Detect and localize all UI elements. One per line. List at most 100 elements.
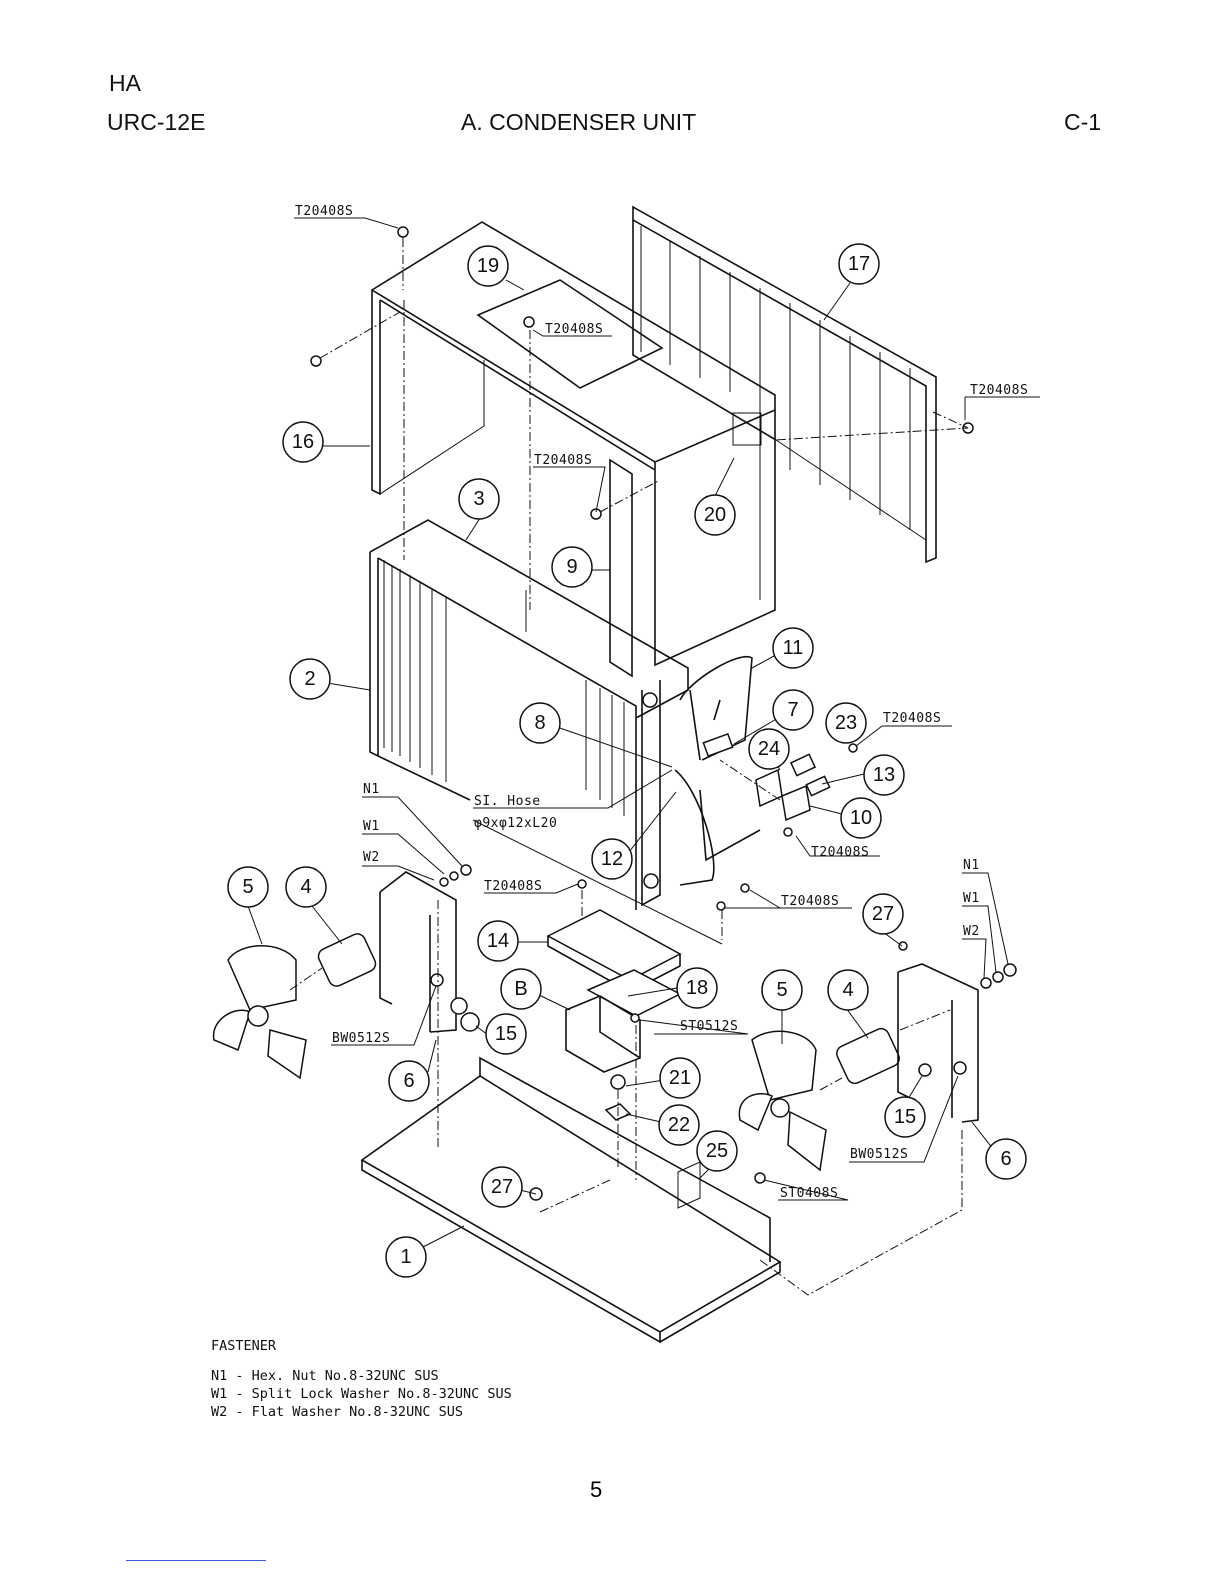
callout-circle <box>289 658 331 700</box>
callout-circle <box>385 1236 427 1278</box>
label-hose-size: φ9xφ12xL20 <box>474 816 557 831</box>
callout-8: 8 <box>534 712 545 734</box>
screws <box>310 226 974 1184</box>
callout-circle <box>772 627 814 669</box>
callout-7: 7 <box>787 699 798 721</box>
callout-circle <box>862 893 904 935</box>
callout-16: 16 <box>292 431 314 453</box>
label-w1-left: W1 <box>363 819 380 834</box>
footer-rule <box>126 1560 266 1561</box>
assembly-lines <box>289 238 969 1296</box>
base-pan <box>360 1056 782 1344</box>
callout-23: 23 <box>835 712 857 734</box>
right-fan-assembly <box>738 963 1017 1172</box>
callout-circle <box>772 689 814 731</box>
callout-circle <box>467 245 509 287</box>
label-t20408s: T20408S <box>883 711 941 726</box>
callout-circle <box>519 702 561 744</box>
callout-27-bottom: 27 <box>491 1176 513 1198</box>
callout-9: 9 <box>566 556 577 578</box>
pressure-switches <box>755 753 831 822</box>
label-n1-right: N1 <box>963 858 980 873</box>
callout-circle <box>485 1013 527 1055</box>
callout-24: 24 <box>758 738 780 760</box>
fastener-legend: FASTENER N1 - Hex. Nut No.8-32UNC SUS W1… <box>211 1338 512 1422</box>
fastener-item-w2: W2 - Flat Washer No.8-32UNC SUS <box>211 1404 463 1420</box>
callout-circle <box>500 968 542 1010</box>
refrigerant-tubing <box>642 655 761 889</box>
callout-11: 11 <box>783 637 804 659</box>
callout-17: 17 <box>848 253 870 275</box>
fastener-item-w1: W1 - Split Lock Washer No.8-32UNC SUS <box>211 1386 512 1402</box>
callout-circle <box>761 969 803 1011</box>
fastener-labels: T20408S T20408S T20408S T20408S T20408S … <box>295 204 1028 1201</box>
section-code: C-1 <box>1064 109 1102 135</box>
callout-1: 1 <box>400 1246 411 1268</box>
callout-circle <box>282 421 324 463</box>
callout-3: 3 <box>473 488 484 510</box>
callout-circle <box>827 969 869 1011</box>
condenser-coil <box>369 458 689 910</box>
callout-circle <box>285 866 327 908</box>
callout-circle <box>477 920 519 962</box>
callout-circle <box>551 546 593 588</box>
label-st0512s: ST0512S <box>680 1019 738 1034</box>
callout-20: 20 <box>704 504 726 526</box>
callout-4-right: 4 <box>842 979 853 1001</box>
label-t20408s: T20408S <box>545 322 603 337</box>
label-t20408s: T20408S <box>811 845 869 860</box>
page-number: 5 <box>590 1477 603 1502</box>
callout-6-right: 6 <box>1000 1148 1011 1170</box>
callout-15-left: 15 <box>495 1023 517 1045</box>
callout-circle <box>696 1130 738 1172</box>
label-t20408s: T20408S <box>534 453 592 468</box>
label-w2-right: W2 <box>963 924 980 939</box>
callout-4-left: 4 <box>300 876 311 898</box>
leader-lines <box>247 217 1040 1248</box>
callout-circle <box>840 797 882 839</box>
label-bw0512s-left: BW0512S <box>332 1031 390 1046</box>
callout-circle <box>591 838 633 880</box>
callout-circle <box>388 1060 430 1102</box>
fastener-title: FASTENER <box>211 1338 277 1354</box>
callout-circle <box>748 728 790 770</box>
callout-5-left: 5 <box>242 876 253 898</box>
callout-circle <box>658 1104 700 1146</box>
callout-circle <box>694 494 736 536</box>
top-cover <box>370 221 776 667</box>
callout-18: 18 <box>686 977 708 999</box>
callout-circle <box>863 754 905 796</box>
label-w1-right: W1 <box>963 891 980 906</box>
label-st0408s: ST0408S <box>780 1186 838 1201</box>
callout-27-top: 27 <box>872 903 894 925</box>
louver-panel <box>632 205 937 564</box>
callout-13: 13 <box>873 764 895 786</box>
label-bw0512s-right: BW0512S <box>850 1147 908 1162</box>
fastener-item-n1: N1 - Hex. Nut No.8-32UNC SUS <box>211 1368 439 1384</box>
callout-12: 12 <box>601 848 623 870</box>
label-t20408s: T20408S <box>484 879 542 894</box>
callout-6-left: 6 <box>403 1070 414 1092</box>
callout-10: 10 <box>850 807 872 829</box>
callout-15-right: 15 <box>894 1106 916 1128</box>
label-t20408s: T20408S <box>970 383 1028 398</box>
callout-2: 2 <box>304 668 315 690</box>
model-number: URC-12E <box>107 109 206 135</box>
page-title: A. CONDENSER UNIT <box>461 109 697 135</box>
callout-circle <box>884 1096 926 1138</box>
callout-circle <box>659 1057 701 1099</box>
brand-label: HA <box>109 70 141 96</box>
callout-19: 19 <box>477 255 499 277</box>
callout-22: 22 <box>668 1114 690 1136</box>
callout-circles: 19 17 16 3 20 9 11 2 8 7 23 24 13 10 12 … <box>227 243 1027 1278</box>
label-t20408s: T20408S <box>781 894 839 909</box>
callout-21: 21 <box>669 1067 691 1089</box>
callout-circle <box>458 478 500 520</box>
label-si-hose: SI. Hose <box>474 794 541 809</box>
callout-14: 14 <box>487 930 509 952</box>
label-w2-left: W2 <box>363 850 380 865</box>
label-n1-left: N1 <box>363 782 380 797</box>
callout-circle <box>838 243 880 285</box>
callout-25: 25 <box>706 1140 728 1162</box>
control-box <box>546 909 682 1121</box>
